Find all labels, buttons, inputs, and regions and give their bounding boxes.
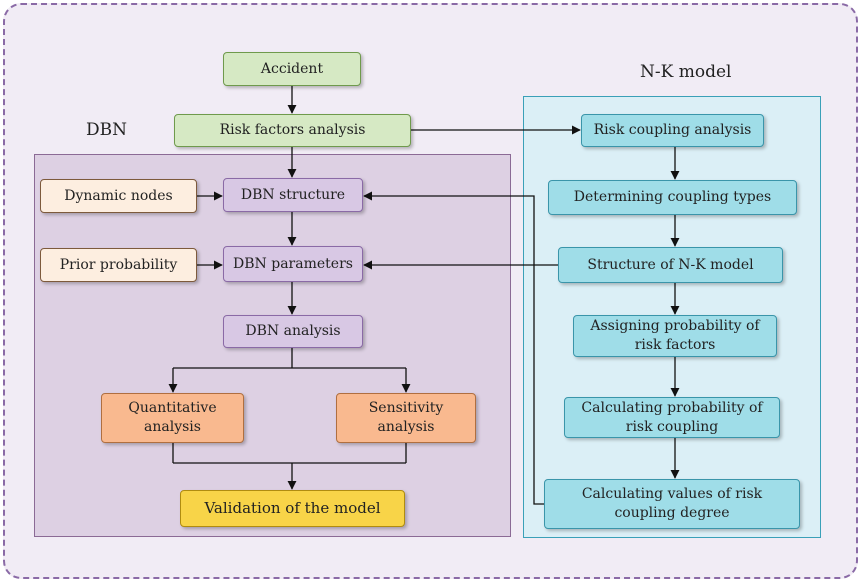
accident-label: Accident	[260, 60, 324, 77]
dynamic-nodes-label: Dynamic nodes	[64, 187, 173, 204]
risk-factors-analysis-label: Risk factors analysis	[219, 122, 366, 138]
calc-probability-line2: risk coupling	[625, 418, 719, 435]
calc-probability-line1: Calculating probability of	[581, 399, 763, 416]
calc-probability-node: Calculating probability of risk coupling	[564, 397, 780, 438]
arrow-calc-degree-to-dbn-structure	[363, 191, 544, 505]
dbn-structure-label: DBN structure	[240, 186, 346, 203]
quantitative-analysis-line2: analysis	[144, 419, 201, 435]
nk-model-region-label: N-K model	[640, 62, 732, 82]
prior-probability-label: Prior probability	[59, 256, 178, 273]
dbn-analysis-node: DBN analysis	[223, 315, 363, 348]
sensitivity-analysis-line1: Sensitivity	[368, 400, 444, 416]
coupling-types-node: Determining coupling types	[548, 180, 797, 215]
dbn-analysis-label: DBN analysis	[245, 323, 341, 339]
calc-degree-line2: coupling degree	[614, 505, 730, 521]
dbn-parameters-node: DBN parameters	[223, 246, 363, 282]
risk-coupling-analysis-label: Risk coupling analysis	[593, 122, 752, 138]
risk-coupling-analysis-node: Risk coupling analysis	[581, 114, 764, 147]
dbn-parameters-label: DBN parameters	[233, 255, 353, 272]
accident-node: Accident	[223, 52, 361, 86]
sensitivity-analysis-line2: analysis	[377, 419, 435, 435]
coupling-types-label: Determining coupling types	[573, 189, 772, 205]
quantitative-analysis-node: Quantitative analysis	[101, 393, 244, 443]
validation-label: Validation of the model	[204, 499, 381, 517]
prior-probability-node: Prior probability	[40, 248, 197, 282]
calc-degree-node: Calculating values of risk coupling degr…	[544, 479, 800, 529]
sensitivity-analysis-node: Sensitivity analysis	[336, 393, 476, 443]
nk-structure-label: Structure of N-K model	[587, 256, 754, 273]
risk-factors-analysis-node: Risk factors analysis	[174, 114, 411, 147]
quantitative-analysis-line1: Quantitative	[128, 400, 217, 416]
calc-degree-line1: Calculating values of risk	[581, 486, 763, 502]
nk-structure-node: Structure of N-K model	[558, 247, 783, 283]
assign-probability-node: Assigning probability of risk factors	[573, 315, 777, 357]
dbn-region-label: DBN	[86, 120, 127, 140]
dbn-structure-node: DBN structure	[223, 178, 363, 212]
assign-probability-line1: Assigning probability of	[590, 318, 760, 334]
validation-node: Validation of the model	[180, 490, 405, 527]
dynamic-nodes-node: Dynamic nodes	[40, 179, 197, 213]
assign-probability-line2: risk factors	[634, 337, 716, 353]
